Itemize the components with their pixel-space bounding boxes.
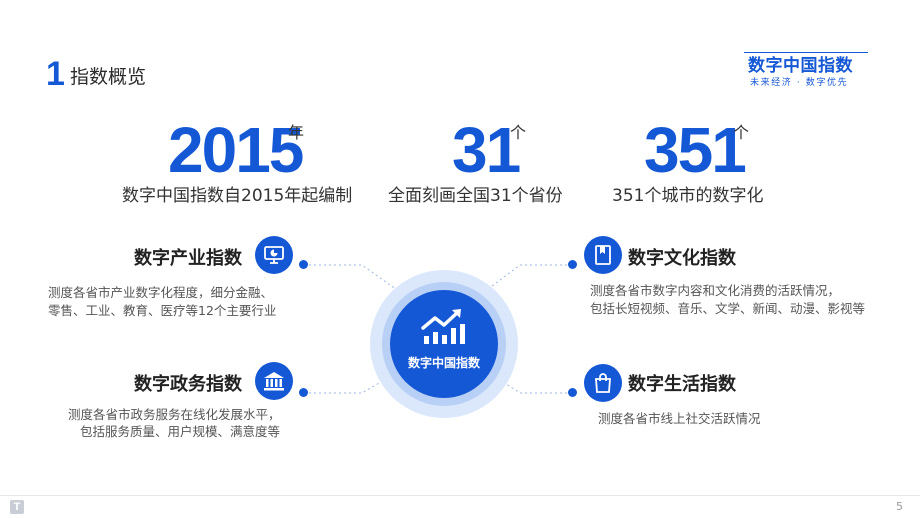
stat-unit-year: 年 <box>288 123 305 142</box>
connector-culture <box>483 264 572 293</box>
feature-industry-dot <box>299 260 308 269</box>
feature-government-desc1: 测度各省市政务服务在线化发展水平， <box>68 407 281 422</box>
feature-government-icon-wrap <box>255 362 293 400</box>
connector-life <box>487 371 572 394</box>
hub-label: 数字中国指数 <box>407 356 480 370</box>
stat-value-cities: 351 <box>644 114 747 186</box>
book-icon <box>595 245 611 265</box>
page-number: 5 <box>896 500 903 513</box>
feature-government-title: 数字政务指数 <box>134 374 242 395</box>
footer-divider <box>0 495 920 496</box>
stat-unit-cities: 个 <box>733 123 750 142</box>
feature-industry-title: 数字产业指数 <box>134 248 242 269</box>
feature-industry-desc2: 零售、工业、教育、医疗等12个主要行业 <box>48 303 277 318</box>
stat-value-provinces: 31 <box>452 114 521 186</box>
feature-life-icon-wrap <box>584 364 622 402</box>
stat-desc-cities: 351个城市的数字化 <box>612 186 764 206</box>
feature-life-title: 数字生活指数 <box>628 374 736 395</box>
monitor-chart-icon <box>264 246 284 264</box>
brand-name: 数字中国指数 <box>748 56 853 76</box>
section-title: 指数概览 <box>70 66 147 88</box>
feature-culture-dot <box>568 260 577 269</box>
shopping-bag-icon <box>595 373 611 393</box>
section-number: 1 <box>46 55 65 93</box>
feature-life-desc1: 测度各省市线上社交活跃情况 <box>598 411 761 426</box>
feature-culture-title: 数字文化指数 <box>628 248 736 269</box>
feature-culture-desc1: 测度各省市数字内容和文化消费的活跃情况， <box>590 283 841 298</box>
feature-industry-icon-wrap <box>255 236 293 274</box>
trend-chart-icon <box>421 309 465 344</box>
feature-industry-desc1: 测度各省市产业数字化程度，细分金融、 <box>48 285 274 300</box>
stat-desc-provinces: 全面刻画全国31个省份 <box>388 186 563 206</box>
government-building-icon <box>264 372 284 391</box>
brand-top-rule <box>744 52 868 53</box>
stat-value-year: 2015 <box>168 114 304 186</box>
feature-life-dot <box>568 388 577 397</box>
feature-culture-icon-wrap <box>584 236 622 274</box>
connector-industry <box>304 264 401 293</box>
feature-culture-desc2: 包括长短视频、音乐、文学、新闻、动漫、影视等 <box>590 301 866 316</box>
feature-government-dot <box>299 388 308 397</box>
brand-tagline: 未来经济 · 数字优先 <box>750 78 849 88</box>
stat-unit-provinces: 个 <box>510 123 527 142</box>
footer-logo-icon: T <box>10 500 24 514</box>
feature-government-desc2: 包括服务质量、用户规模、满意度等 <box>80 424 281 439</box>
stat-desc-year: 数字中国指数自2015年起编制 <box>122 186 353 206</box>
